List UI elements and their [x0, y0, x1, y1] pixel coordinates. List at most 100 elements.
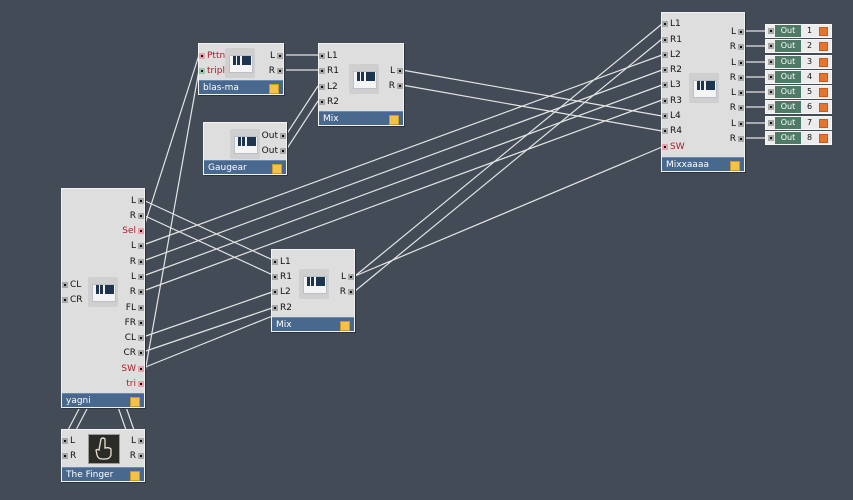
power-indicator-icon[interactable] [389, 115, 399, 125]
jack-icon[interactable] [738, 121, 744, 127]
jack-icon[interactable] [138, 350, 144, 356]
input-port-l1[interactable]: L1 [662, 18, 681, 30]
output-port-cl[interactable]: CL [125, 332, 144, 344]
jack-icon[interactable] [62, 453, 68, 459]
device-mixxaaaa[interactable]: L1 R1 L2 R2 L3 R3 L4 R4 SW L R L R L R L… [661, 12, 745, 172]
jack-icon[interactable] [738, 60, 744, 66]
output-port-sw[interactable]: SW [121, 363, 144, 375]
jack-icon[interactable] [138, 381, 144, 387]
input-port-r1[interactable]: R1 [319, 65, 339, 77]
output-port-l-3[interactable]: L [131, 271, 144, 283]
power-indicator-icon[interactable] [272, 164, 282, 174]
jack-icon[interactable] [138, 289, 144, 295]
jack-icon[interactable] [662, 98, 668, 104]
jack-icon[interactable] [199, 68, 205, 74]
jack-icon[interactable] [662, 21, 668, 27]
output-port-cr[interactable]: CR [123, 347, 144, 359]
output-port-l-2[interactable]: L [731, 57, 744, 69]
input-port-l2[interactable]: L2 [272, 286, 291, 298]
jack-icon[interactable] [280, 148, 286, 154]
jack-icon[interactable] [768, 59, 774, 65]
jack-icon[interactable] [768, 120, 774, 126]
device-yagni[interactable]: CL CR L R Sel L R L R FL FR CL CR SW tri… [61, 188, 145, 408]
jack-icon[interactable] [138, 213, 144, 219]
output-port-fr[interactable]: FR [125, 317, 144, 329]
jack-icon[interactable] [319, 68, 325, 74]
jack-icon[interactable] [738, 29, 744, 35]
input-port-r3[interactable]: R3 [662, 95, 682, 107]
channel-indicator-icon[interactable] [819, 27, 828, 36]
jack-icon[interactable] [138, 453, 144, 459]
jack-icon[interactable] [138, 320, 144, 326]
jack-icon[interactable] [319, 84, 325, 90]
jack-icon[interactable] [768, 28, 774, 34]
power-indicator-icon[interactable] [269, 84, 279, 94]
jack-icon[interactable] [62, 297, 68, 303]
output-port-l-4[interactable]: L [731, 118, 744, 130]
jack-icon[interactable] [319, 99, 325, 105]
power-indicator-icon[interactable] [130, 471, 140, 481]
output-port-l[interactable]: L [131, 435, 144, 447]
output-port-l-3[interactable]: L [731, 87, 744, 99]
input-port-r2[interactable]: R2 [319, 96, 339, 108]
input-port-pttn[interactable]: Pttn [199, 50, 225, 62]
jack-icon[interactable] [138, 274, 144, 280]
jack-icon[interactable] [138, 438, 144, 444]
output-port-r-1[interactable]: R [730, 41, 744, 53]
input-port-sw[interactable]: SW [662, 141, 685, 153]
output-port-r[interactable]: R [269, 65, 283, 77]
channel-indicator-icon[interactable] [819, 88, 828, 97]
input-port-l3[interactable]: L3 [662, 79, 681, 91]
jack-icon[interactable] [348, 274, 354, 280]
output-port-l-1[interactable]: L [131, 195, 144, 207]
jack-icon[interactable] [397, 83, 403, 89]
output-port-r-3[interactable]: R [730, 102, 744, 114]
input-port-r2[interactable]: R2 [272, 302, 292, 314]
device-mix-top[interactable]: L1 R1 L2 R2 L R Mix [318, 43, 404, 126]
jack-icon[interactable] [277, 68, 283, 74]
output-port-l[interactable]: L [390, 65, 403, 77]
device-title[interactable]: yagni [62, 393, 144, 407]
input-port-l1[interactable]: L1 [319, 50, 338, 62]
input-port-r1[interactable]: R1 [662, 34, 682, 46]
power-indicator-icon[interactable] [340, 321, 350, 331]
jack-icon[interactable] [738, 75, 744, 81]
jack-icon[interactable] [768, 135, 774, 141]
output-port-out-1[interactable]: Out [262, 130, 286, 142]
device-mix-middle[interactable]: L1 R1 L2 R2 L R Mix [271, 249, 355, 332]
jack-icon[interactable] [277, 53, 283, 59]
output-port-r-1[interactable]: R [130, 210, 144, 222]
jack-icon[interactable] [319, 53, 325, 59]
channel-indicator-icon[interactable] [819, 58, 828, 67]
output-port-tri[interactable]: tri [126, 378, 144, 390]
output-port-r[interactable]: R [340, 286, 354, 298]
jack-icon[interactable] [199, 53, 205, 59]
device-title[interactable]: Mix [319, 111, 403, 125]
jack-icon[interactable] [272, 274, 278, 280]
jack-icon[interactable] [768, 104, 774, 110]
jack-icon[interactable] [768, 74, 774, 80]
jack-icon[interactable] [272, 259, 278, 265]
input-port-tripl[interactable]: tripl [199, 65, 225, 77]
jack-icon[interactable] [662, 113, 668, 119]
output-port-l[interactable]: L [341, 271, 354, 283]
jack-icon[interactable] [138, 243, 144, 249]
output-port-l[interactable]: L [270, 50, 283, 62]
input-port-l2[interactable]: L2 [319, 81, 338, 93]
jack-icon[interactable] [138, 305, 144, 311]
output-port-sel[interactable]: Sel [122, 225, 144, 237]
output-port-r[interactable]: R [389, 80, 403, 92]
jack-icon[interactable] [662, 128, 668, 134]
jack-icon[interactable] [738, 90, 744, 96]
jack-icon[interactable] [738, 44, 744, 50]
output-port-l-1[interactable]: L [731, 26, 744, 38]
jack-icon[interactable] [272, 305, 278, 311]
jack-icon[interactable] [348, 289, 354, 295]
power-indicator-icon[interactable] [130, 397, 140, 407]
input-port-cl[interactable]: CL [62, 279, 81, 291]
